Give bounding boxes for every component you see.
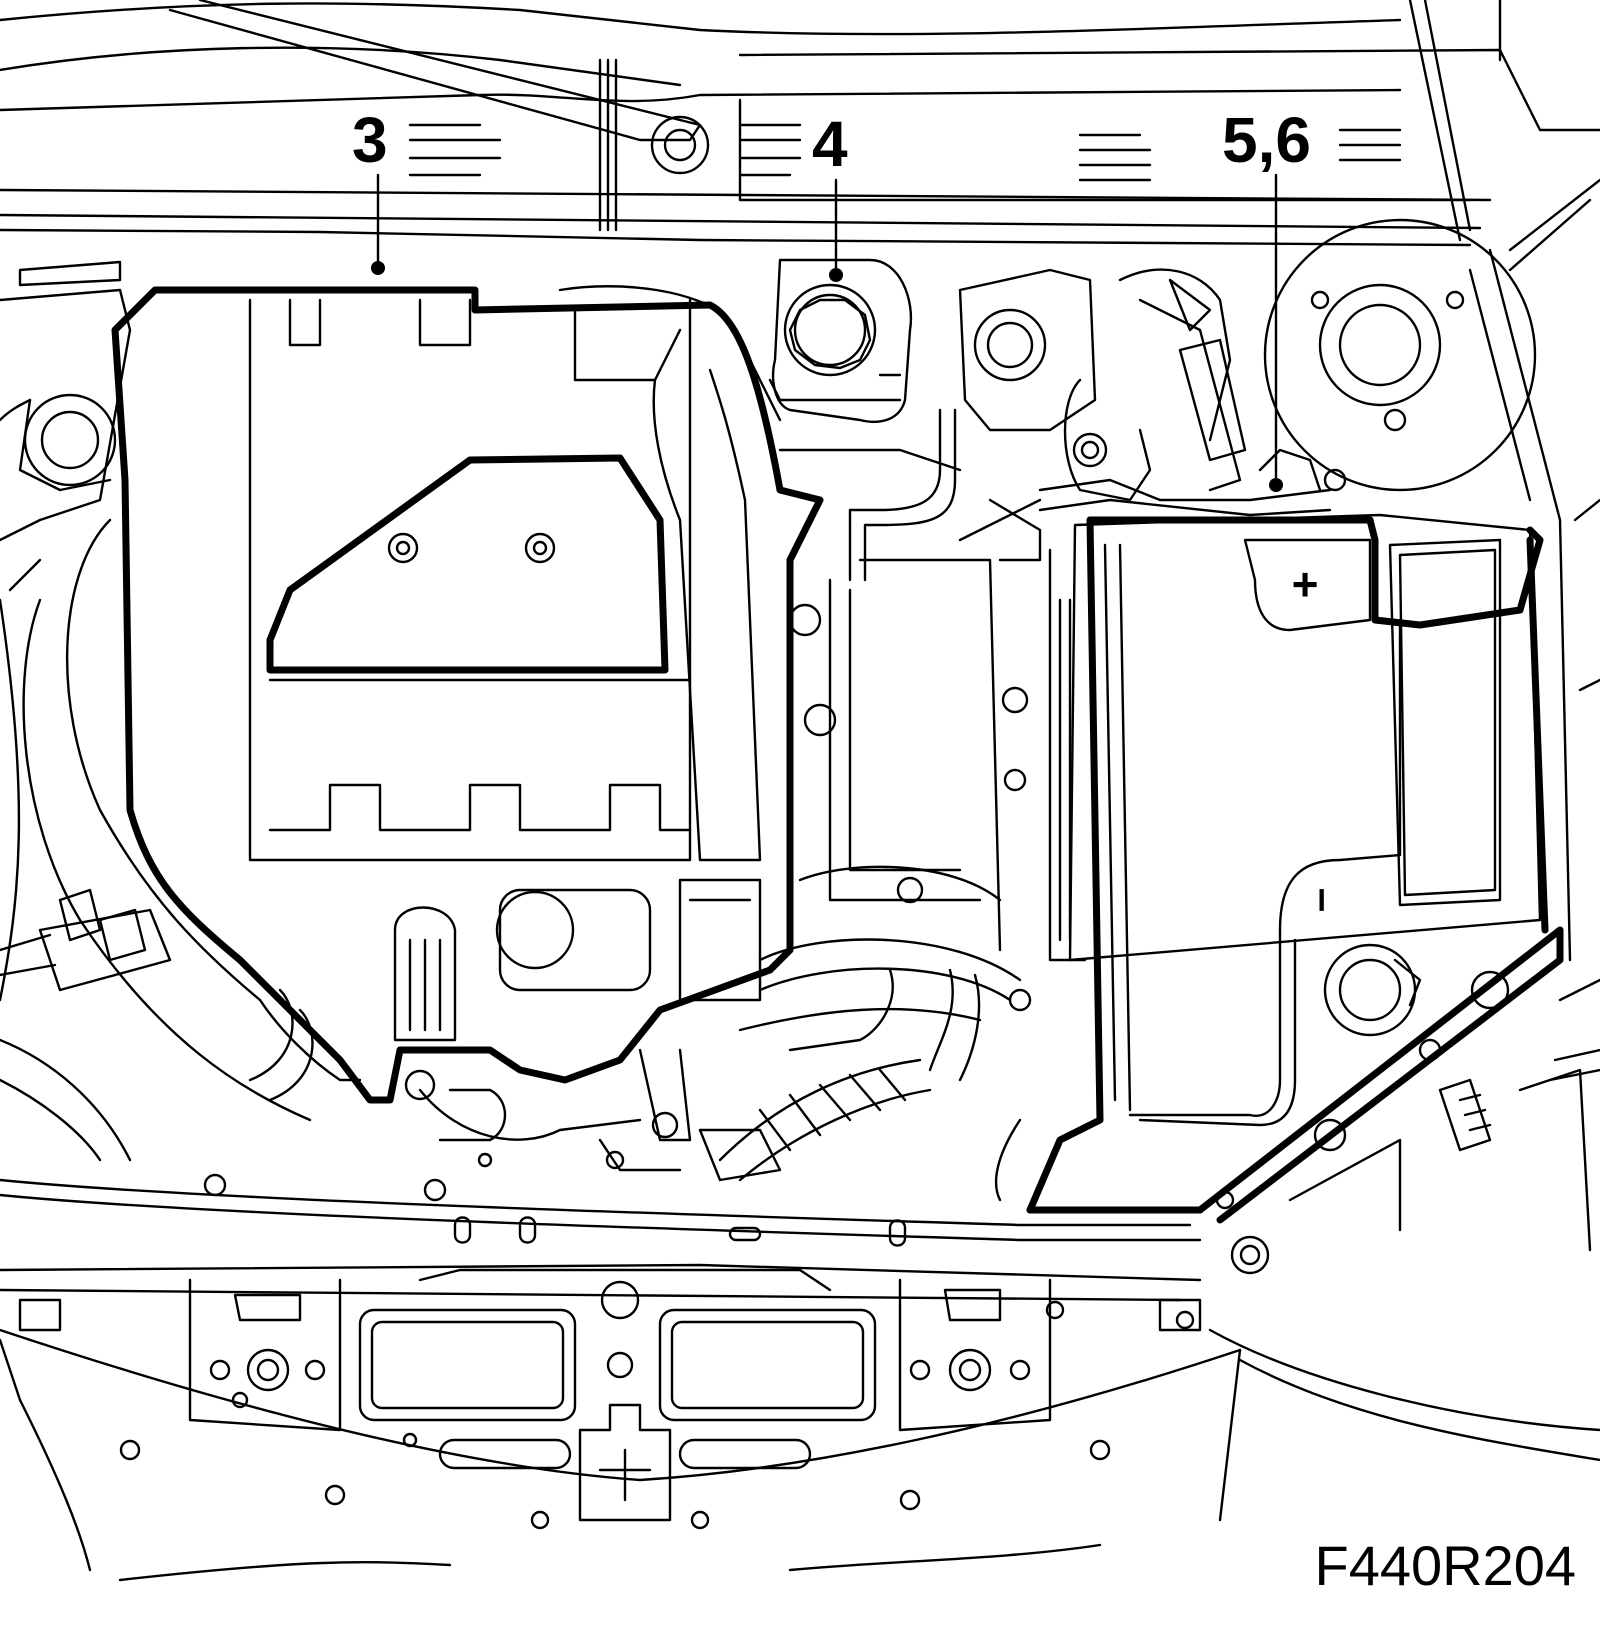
battery-positive-symbol: + (1292, 558, 1319, 610)
washer-reservoir (1215, 943, 1600, 1275)
battery-terminal-symbols: + – (1292, 558, 1349, 912)
engine-cover (111, 286, 824, 1142)
radiator-support (0, 1173, 1202, 1530)
battery-negative-symbol: – (1300, 888, 1349, 912)
intake-hose (0, 518, 362, 1162)
battery (958, 498, 1564, 1224)
left-strut-area (0, 260, 132, 1002)
coolant-expansion-tank (558, 258, 962, 582)
wiring-harness (958, 268, 1347, 517)
cowl-panel (0, 0, 1600, 272)
right-strut-tower (1263, 218, 1600, 1002)
figure-id: F440R204 (1314, 1534, 1576, 1597)
callout-5-6: 5,6 (1216, 108, 1317, 172)
callout-4: 4 (806, 112, 854, 176)
engine-details (418, 558, 1032, 1182)
charge-pipe (652, 368, 762, 1002)
front-bumper (0, 1328, 1600, 1582)
leader-lines (371, 173, 1283, 492)
callout-3: 3 (346, 108, 394, 172)
